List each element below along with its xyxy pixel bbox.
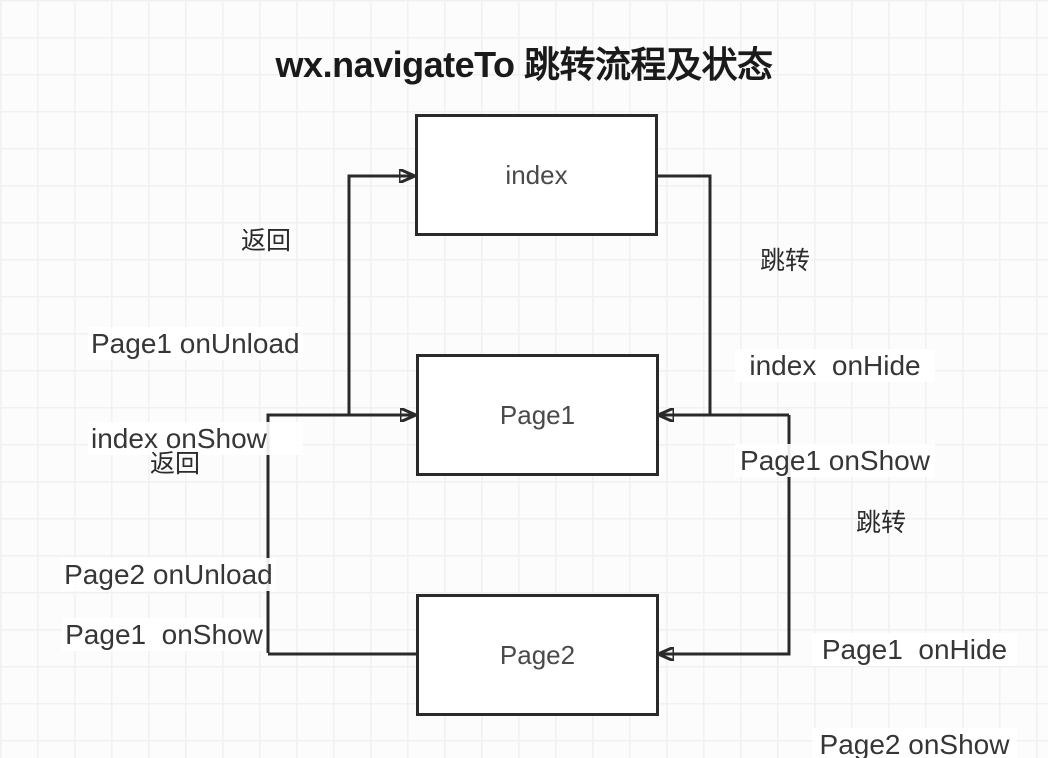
edge-back-page2-to-page1-event-2: Page1 onShow: [31, 587, 266, 682]
diagram-title: wx.navigateTo 跳转流程及状态: [275, 44, 773, 85]
event-line: index onHide: [735, 349, 935, 382]
edge-back-page2-to-page1-action: 返回: [150, 450, 201, 478]
edge-back-page1-to-index-line: [347, 176, 413, 415]
event-line: Page2 onUnload: [61, 558, 276, 591]
event-line: Page2 onShow: [812, 728, 1017, 758]
edge-back-page2-to-page1-event-1: Page2 onUnload: [30, 527, 276, 622]
event-line: Page1 onHide: [812, 633, 1017, 666]
edge-jump-index-exit-line: [658, 174, 712, 416]
node-page1: Page1: [416, 354, 659, 476]
edge-back-page1-to-index-action: 返回: [241, 227, 292, 255]
event-line: index onShow: [88, 422, 303, 455]
edge-jump-page1-to-page2-events: Page1 onHide Page2 onShow: [812, 571, 1017, 758]
node-index-label: index: [505, 159, 568, 190]
edge-jump-page1-to-page2-action: 跳转: [856, 509, 907, 537]
event-line: Page1 onShow: [735, 444, 935, 477]
event-line: Page1 onUnload: [88, 327, 303, 360]
node-index: index: [415, 114, 658, 236]
node-page1-label: Page1: [499, 399, 576, 430]
event-line: Page1 onShow: [62, 618, 266, 651]
edge-jump-page1-to-page2-line: [660, 415, 791, 654]
node-page2: Page2: [416, 594, 659, 716]
edge-back-page1-to-index-events: Page1 onUnload index onShow: [88, 265, 303, 517]
edge-jump-index-to-page1-action: 跳转: [760, 247, 811, 275]
node-page2-label: Page2: [499, 639, 576, 670]
edge-jump-index-to-page1-events: index onHide Page1 onShow: [735, 287, 935, 539]
